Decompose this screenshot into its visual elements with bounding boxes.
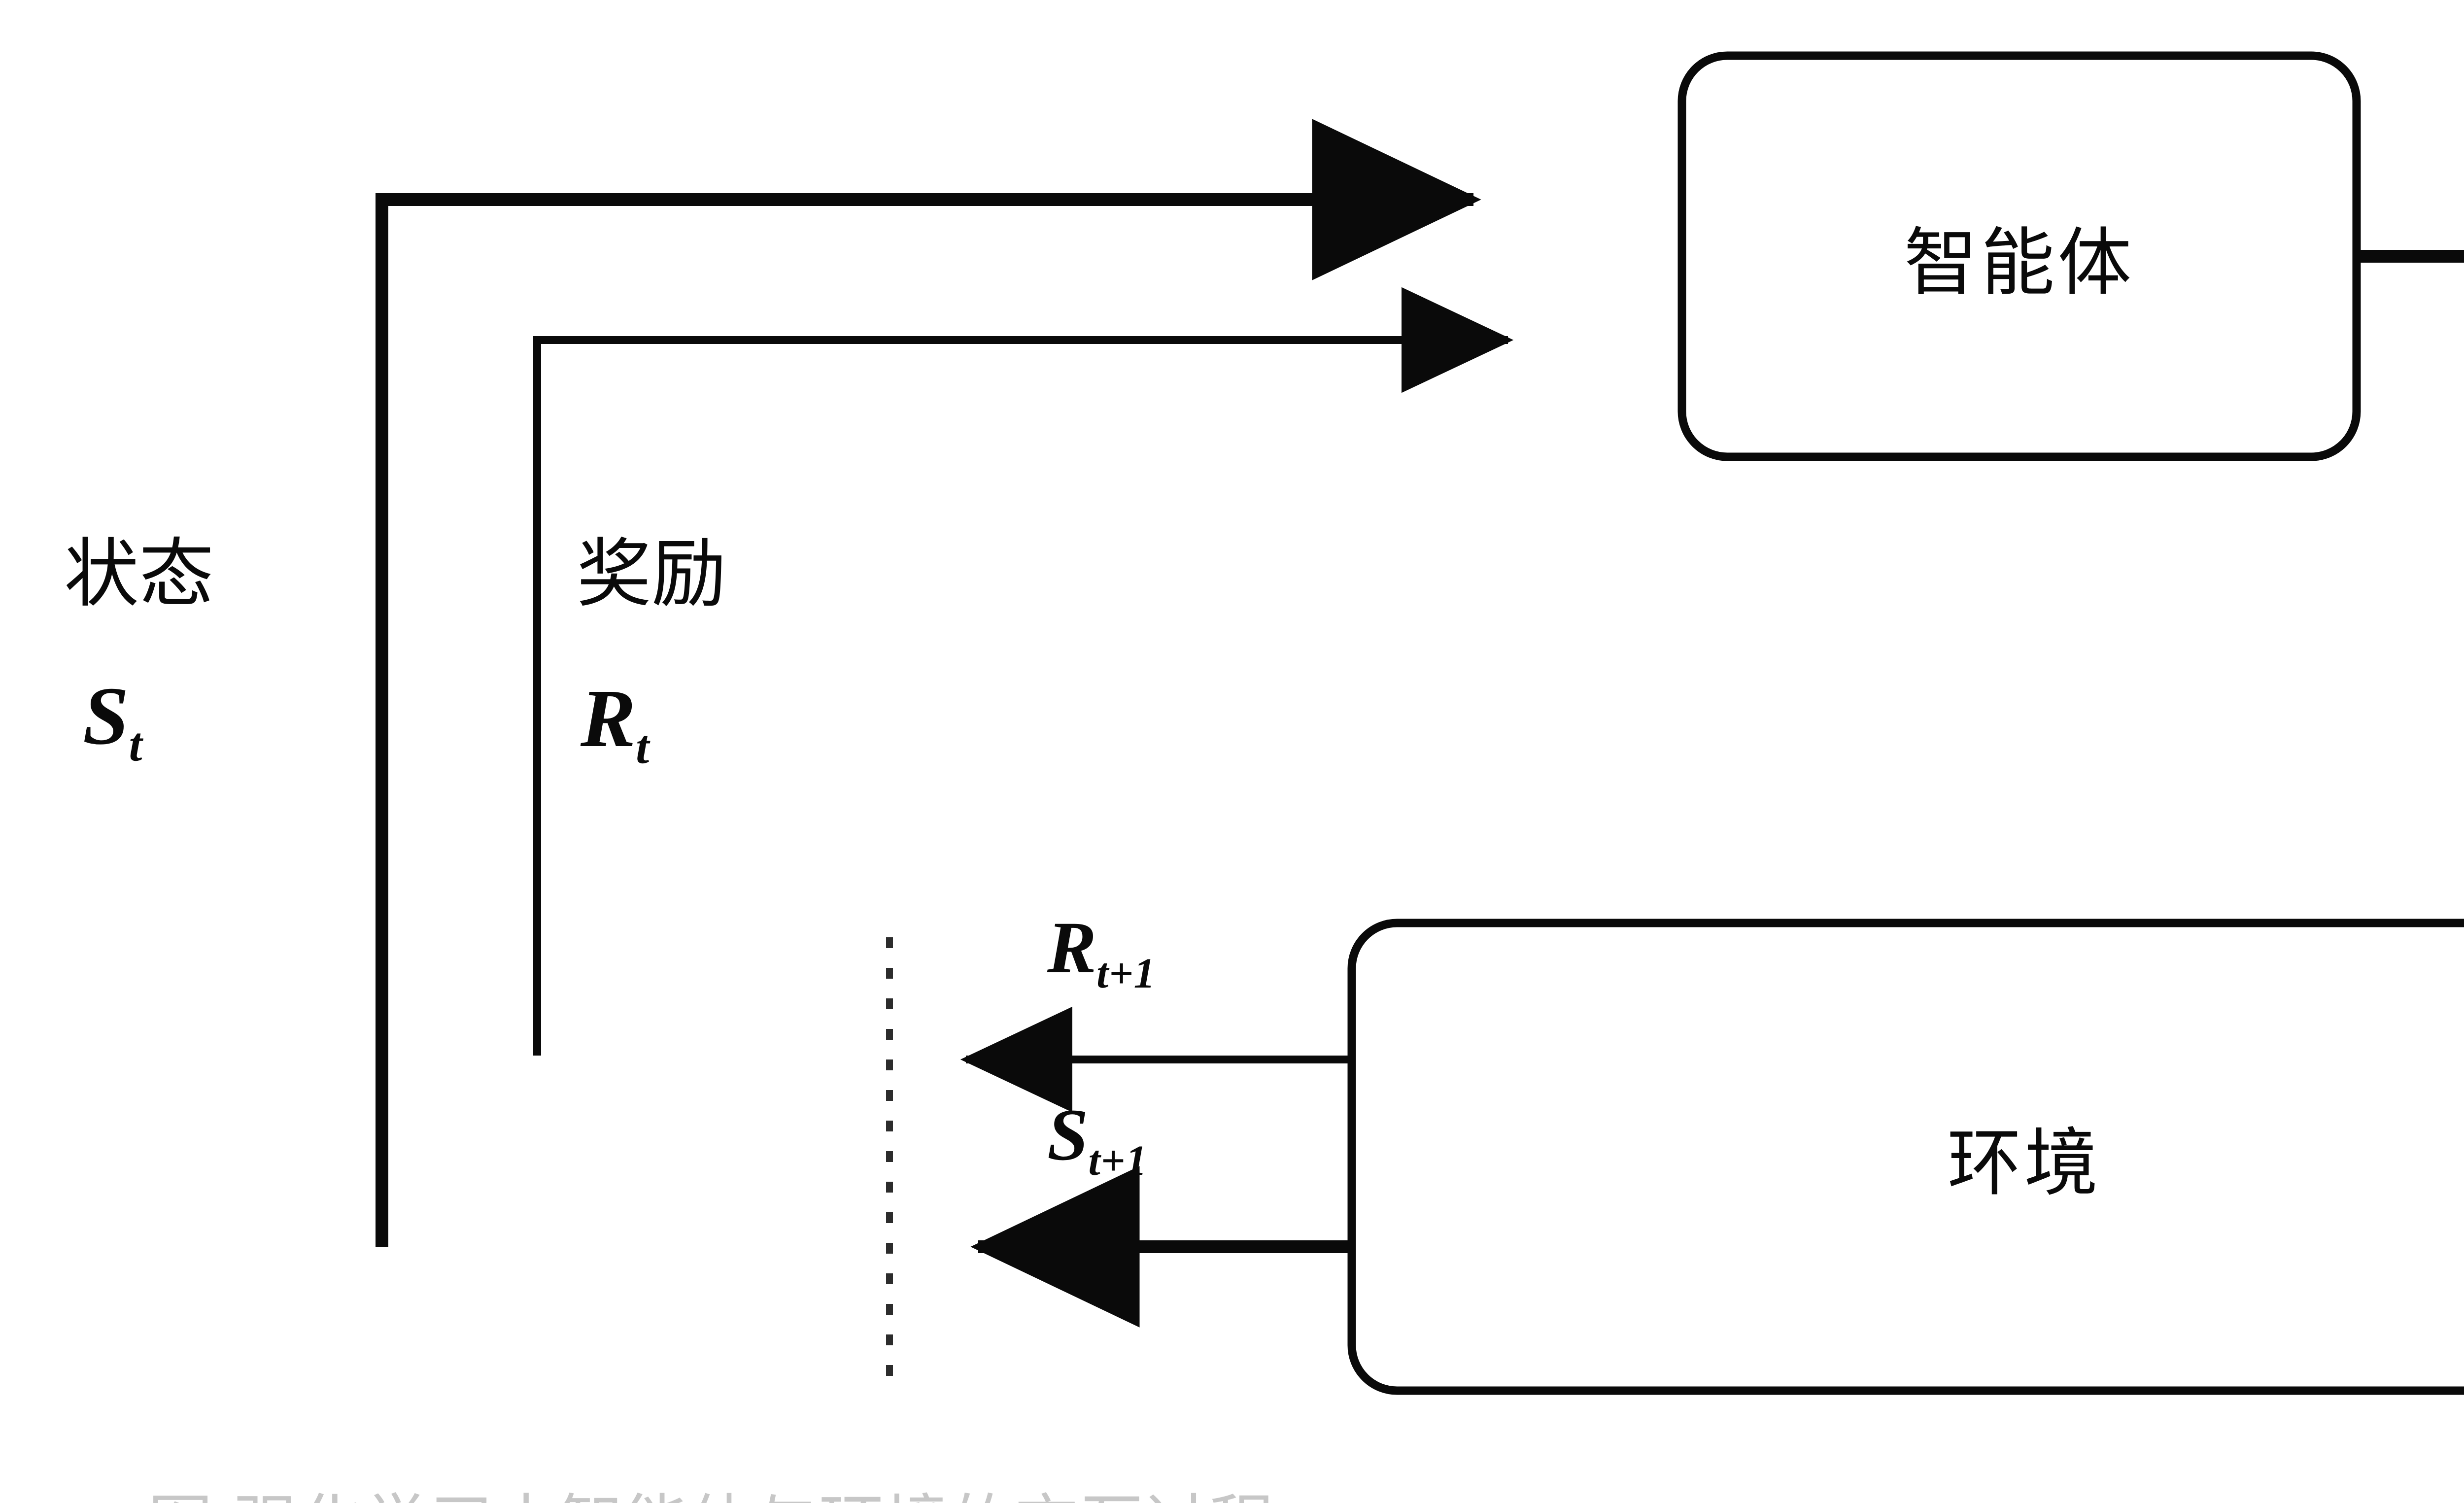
reward-symbol: Rt: [581, 675, 650, 773]
reward-edge-label: 奖励: [577, 530, 726, 617]
state-next-symbol-base: S: [1047, 1094, 1089, 1176]
reward-next-symbol-base: R: [1047, 907, 1097, 989]
state-symbol: St: [83, 673, 142, 770]
state-edge-path: [376, 119, 1481, 1247]
state-next-symbol-subscript: t+1: [1088, 1136, 1148, 1184]
environment-box-label: 环境: [1947, 1121, 2101, 1206]
agent-box-label: 智能体: [1904, 220, 2135, 306]
state-symbol-subscript: t: [129, 718, 143, 772]
state-symbol-base: S: [83, 670, 129, 762]
reward-next-symbol: Rt+1: [1047, 909, 1156, 995]
reward-symbol-subscript: t: [636, 720, 650, 774]
reward-next-symbol-subscript: t+1: [1096, 949, 1156, 997]
agent-box[interactable]: [1677, 51, 2361, 461]
state-next-symbol: St+1: [1047, 1096, 1147, 1183]
reward-edge-path: [533, 287, 1514, 1056]
environment-box[interactable]: [1347, 919, 2464, 1395]
reward-symbol-base: R: [581, 673, 636, 764]
state-edge-label: 状态: [64, 530, 214, 617]
figure-caption: 图 强化学习中智能体与环境的交互过程: [148, 1472, 1274, 1503]
